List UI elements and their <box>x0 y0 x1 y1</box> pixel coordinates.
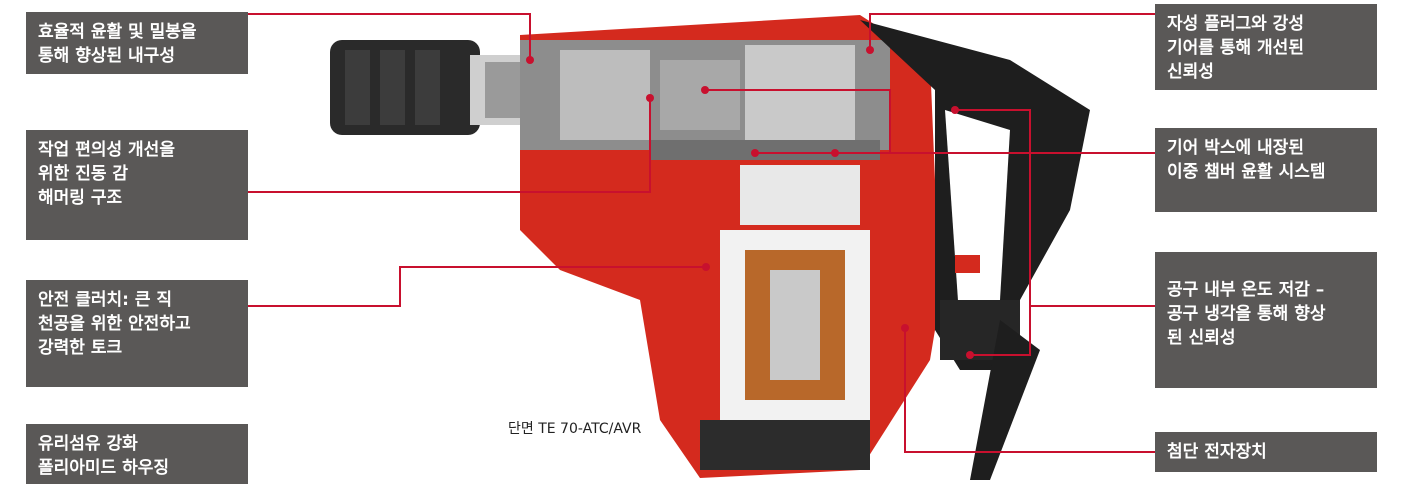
leader-vibration <box>248 98 651 193</box>
callout-housing: 유리섬유 강화 폴리아미드 하우징 <box>26 424 248 484</box>
side-handle <box>970 320 1040 480</box>
callout-cooling: 공구 내부 온도 저감 – 공구 냉각을 통해 향상 된 신뢰성 <box>1155 252 1377 388</box>
leader-dots <box>526 46 974 359</box>
leader-magnetic <box>869 13 1155 50</box>
drill-chuck <box>330 40 530 135</box>
leader-lubrication <box>248 13 531 60</box>
callout-clutch: 안전 클러치: 큰 직 천공을 위한 안전하고 강력한 토크 <box>26 280 248 387</box>
drill-mechanism <box>520 40 890 225</box>
leader-cooling-b <box>955 109 1031 306</box>
leader-cooling <box>970 305 1155 356</box>
leader-electronics <box>904 328 1155 453</box>
callout-gearbox: 기어 박스에 내장된 이중 챔버 윤활 시스템 <box>1155 128 1377 212</box>
figure-caption: 단면 TE 70-ATC/AVR <box>508 421 642 437</box>
leader-gearbox-a <box>705 89 1155 154</box>
leader-lines <box>248 13 1155 453</box>
drill-motor <box>700 230 870 470</box>
leader-clutch <box>248 266 706 307</box>
callout-magnetic: 자성 플러그와 강성 기어를 통해 개선된 신뢰성 <box>1155 4 1377 90</box>
callout-lubrication: 효율적 윤활 및 밀봉을 통해 향상된 내구성 <box>26 12 248 74</box>
callout-vibration: 작업 편의성 개선을 위한 진동 감 해머링 구조 <box>26 130 248 240</box>
callout-electronics: 첨단 전자장치 <box>1155 432 1377 472</box>
